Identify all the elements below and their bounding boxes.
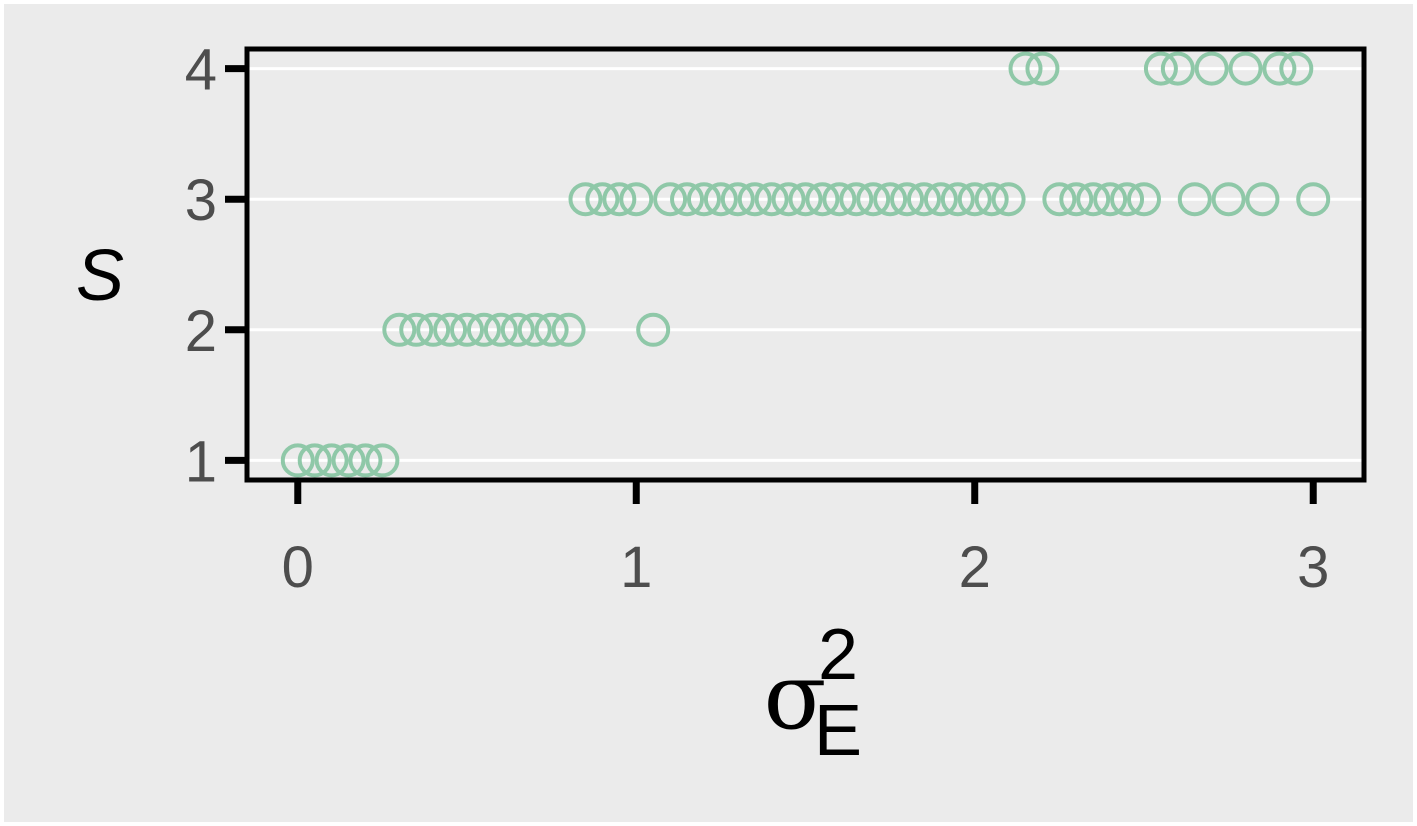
data-point (331, 443, 366, 478)
tick-marks (225, 65, 1317, 504)
data-point (433, 312, 468, 347)
data-point (1296, 182, 1331, 217)
x-tick-label: 1 (620, 535, 652, 600)
data-point (788, 182, 823, 217)
data-point (416, 312, 451, 347)
y-tick-label: 1 (185, 429, 217, 494)
data-point (568, 182, 603, 217)
data-point (1279, 51, 1314, 86)
data-point (754, 182, 789, 217)
data-point (1025, 51, 1060, 86)
data-point (382, 312, 417, 347)
data-point (839, 182, 874, 217)
data-point (737, 182, 772, 217)
y-tick-label: 2 (185, 299, 217, 364)
data-point (1143, 51, 1178, 86)
data-point (670, 182, 705, 217)
data-point (1194, 51, 1229, 86)
data-point (636, 312, 671, 347)
data-point (500, 312, 535, 347)
data-point (534, 312, 569, 347)
data-point (720, 182, 755, 217)
panel-background (247, 49, 1364, 480)
data-point (940, 182, 975, 217)
data-point (703, 182, 738, 217)
data-point (585, 182, 620, 217)
data-point (923, 182, 958, 217)
data-point (314, 443, 349, 478)
data-point (1160, 51, 1195, 86)
data-point (1076, 182, 1111, 217)
panel-border (244, 46, 1367, 483)
data-point (1126, 182, 1161, 217)
y-tick-label: 4 (185, 38, 217, 103)
y-axis-title: S (76, 236, 124, 316)
data-point (873, 182, 908, 217)
data-point (991, 182, 1026, 217)
data-point (957, 182, 992, 217)
data-point (653, 182, 688, 217)
data-point (1211, 182, 1246, 217)
data-point (1262, 51, 1297, 86)
data-point (348, 443, 383, 478)
x-tick-label: 3 (1297, 535, 1329, 600)
data-point (856, 182, 891, 217)
data-point (974, 182, 1009, 217)
data-point (517, 312, 552, 347)
data-point (399, 312, 434, 347)
data-point (1093, 182, 1128, 217)
data-points (280, 51, 1331, 478)
data-point (483, 312, 518, 347)
x-axis-title: σ 2 E (764, 615, 862, 771)
data-point (619, 182, 654, 217)
data-point (1110, 182, 1145, 217)
data-point (297, 443, 332, 478)
axes (244, 46, 1367, 483)
data-point (822, 182, 857, 217)
data-point (1059, 182, 1094, 217)
x-axis-title-subscript: E (814, 691, 862, 771)
data-point (771, 182, 806, 217)
data-point (686, 182, 721, 217)
data-point (365, 443, 400, 478)
y-tick-label: 3 (185, 168, 217, 233)
data-point (1008, 51, 1043, 86)
data-point (1042, 182, 1077, 217)
x-tick-label: 0 (282, 535, 314, 600)
data-point (280, 443, 315, 478)
data-point (602, 182, 637, 217)
x-tick-label: 2 (959, 535, 991, 600)
x-axis-title-superscript: 2 (818, 615, 858, 695)
data-point (466, 312, 501, 347)
data-point (1245, 182, 1280, 217)
data-point (906, 182, 941, 217)
data-point (890, 182, 925, 217)
data-point (450, 312, 485, 347)
plot-panel (247, 49, 1364, 480)
data-point (551, 312, 586, 347)
data-point (805, 182, 840, 217)
x-axis-title-symbol: σ (764, 643, 827, 750)
data-point (1228, 51, 1263, 86)
data-point (1177, 182, 1212, 217)
